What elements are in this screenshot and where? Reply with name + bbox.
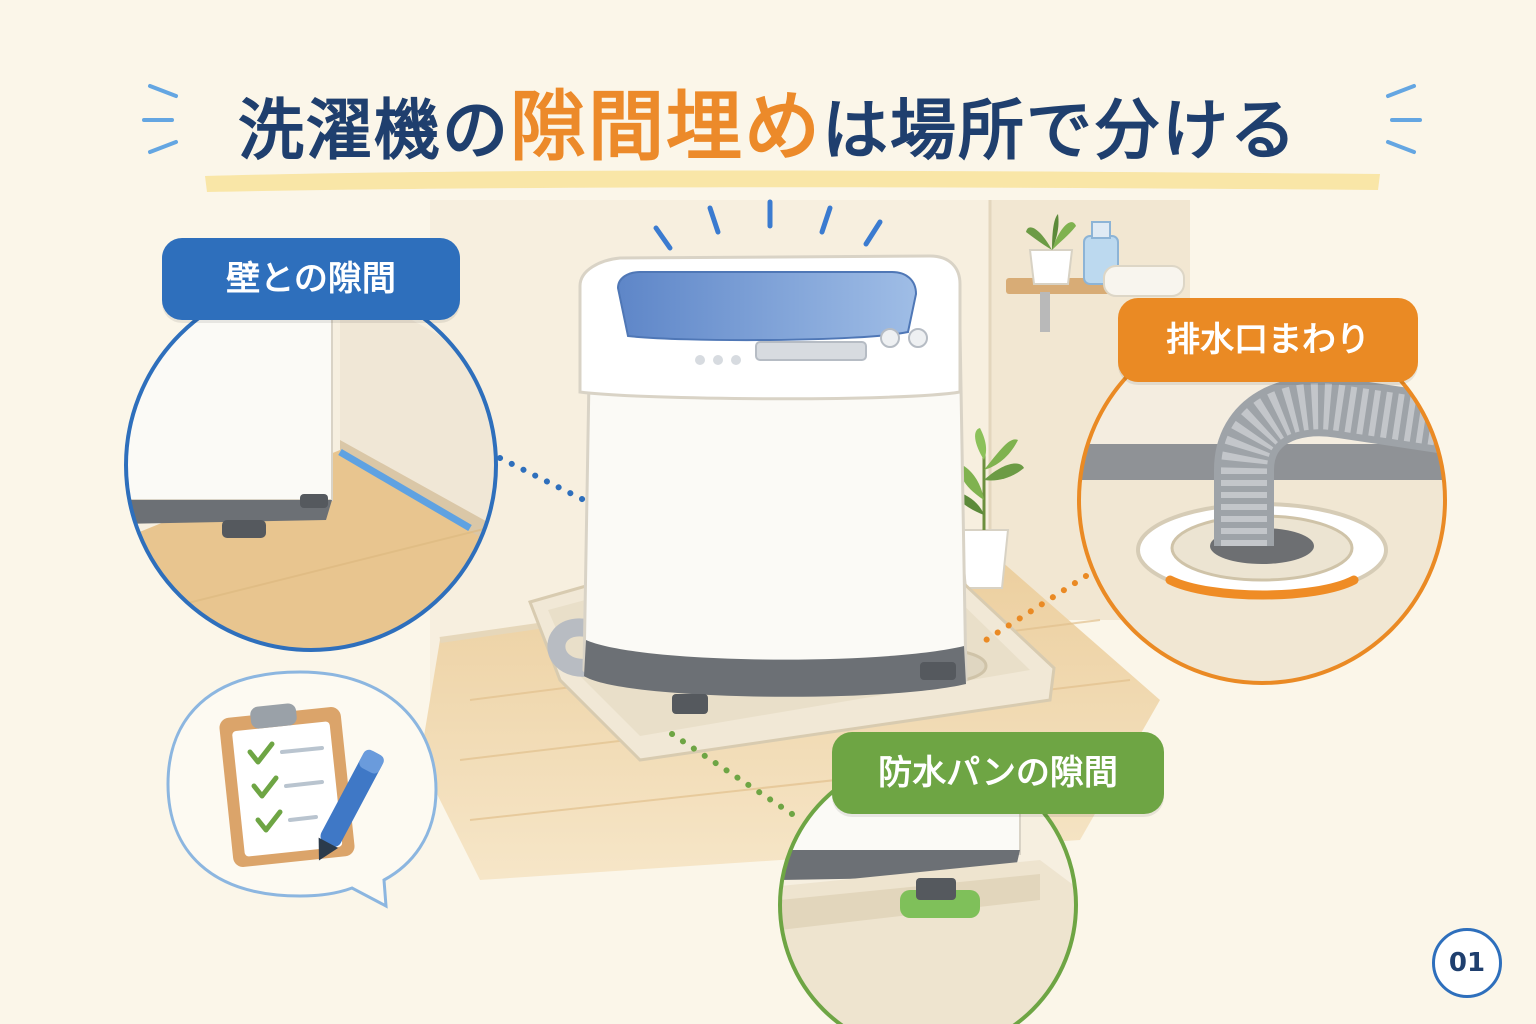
washing-machine — [578, 254, 968, 714]
page-title: 洗濯機の隙間埋めは場所で分ける — [0, 72, 1536, 182]
title-prefix: 洗濯機の — [238, 92, 510, 169]
washer-sparkle-lines-icon — [653, 199, 883, 251]
callout-connectors — [497, 455, 1089, 817]
pan-gap-label: 防水パンの隙間 — [832, 732, 1164, 814]
wall-shelf — [1006, 214, 1185, 332]
checklist-speech-bubble — [166, 670, 438, 909]
checkmark-icon — [247, 741, 283, 833]
clipboard-checklist-icon — [219, 703, 355, 867]
drain-area-label: 排水口まわり — [1118, 298, 1418, 382]
pen-icon — [318, 749, 384, 861]
title-accent: 隙間埋め — [510, 82, 822, 171]
wall-gap-label: 壁との隙間 — [162, 238, 460, 320]
page-number-badge: 01 — [1432, 928, 1502, 998]
pan-gap-inset — [778, 755, 1078, 1024]
sparkle-lines-icon — [142, 84, 1422, 154]
title-suffix: は場所で分ける — [822, 92, 1298, 169]
title-highlight — [205, 170, 1380, 192]
